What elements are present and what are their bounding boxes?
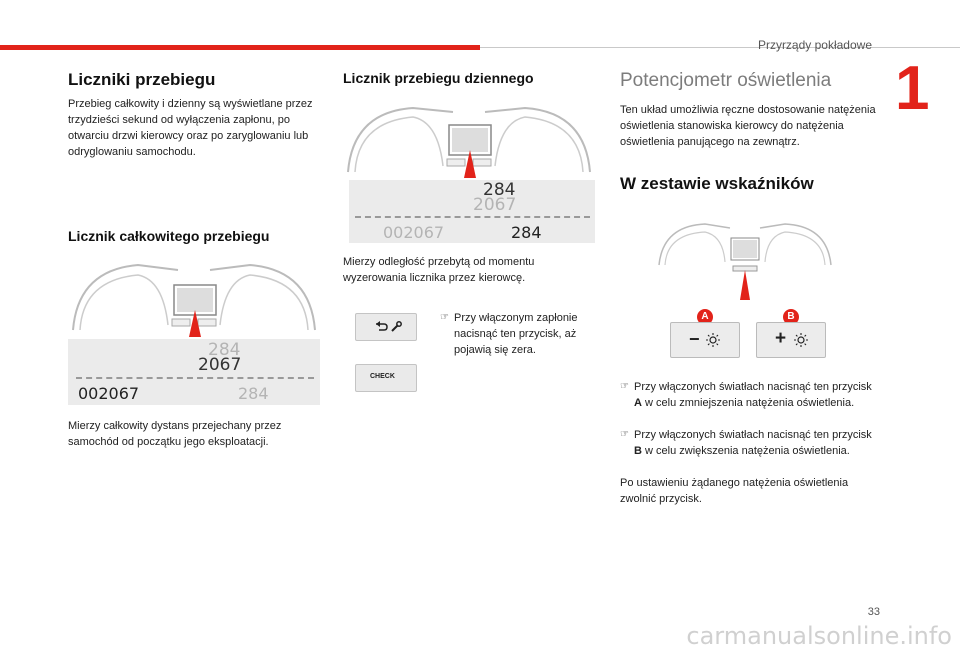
brightness-icon <box>706 333 720 347</box>
trip-odometer-figure: 284 2067 002067 284 <box>343 100 595 243</box>
trip-reset-button[interactable] <box>355 313 417 341</box>
total-readout-mid: 2067 <box>473 195 517 215</box>
cluster-illustration-small <box>658 223 832 300</box>
label-a-badge: A <box>697 309 713 325</box>
running-title: Przyrządy pokładowe <box>757 38 872 52</box>
cluster-illustration <box>68 255 320 405</box>
subsection-title-trip: Licznik przebiegu dziennego <box>343 70 534 86</box>
bullet-pointer-icon: ☞ <box>620 429 629 440</box>
watermark: carmanualsonline.info <box>686 622 952 650</box>
reset-wrench-icon <box>376 321 402 332</box>
bullet-pointer-icon: ☞ <box>620 381 629 392</box>
dimmer-cluster-figure <box>655 220 835 305</box>
total-odometer-figure: 284 2067 002067 284 <box>68 255 320 405</box>
trip-readout: 284 <box>238 384 269 403</box>
instruction-increase: ☞ Przy włączonych światłach nacisnąć ten… <box>620 429 872 457</box>
minus-label: − <box>689 329 700 349</box>
instruction-decrease: ☞ Przy włączonych światłach nacisnąć ten… <box>620 381 872 409</box>
trip-readout-top: 284 <box>208 340 241 360</box>
total-readout: 002067 <box>383 223 445 242</box>
display-divider <box>76 377 314 379</box>
total-readout-mid: 2067 <box>198 355 242 375</box>
dimmer-closing: Po ustawieniu żądanego natężenia oświetl… <box>620 477 849 505</box>
section-title-dimmer: Potencjometr oświetlenia <box>620 70 832 91</box>
cluster-illustration-trip <box>343 100 595 243</box>
trip-readout: 284 <box>511 223 542 242</box>
header-rule <box>480 47 960 48</box>
dimmer-decrease-button[interactable]: − <box>670 322 740 358</box>
subsection-title-cluster: W zestawie wskaźników <box>620 174 814 193</box>
header-accent-bar <box>0 45 480 50</box>
brightness-icon <box>794 333 808 347</box>
chapter-number: 1 <box>895 54 930 123</box>
total-readout: 002067 <box>78 384 140 403</box>
dimmer-intro: Ten układ umożliwia ręczne dostosowanie … <box>620 104 876 148</box>
dimmer-increase-button[interactable]: + <box>756 322 826 358</box>
plus-label: + <box>775 328 787 349</box>
odometers-intro: Przebieg całkowity i dzienny są wyświetl… <box>68 98 313 158</box>
display-divider <box>355 216 590 218</box>
section-title-odometers: Liczniki przebiegu <box>68 70 216 89</box>
check-button[interactable]: CHECK <box>355 364 417 392</box>
subsection-title-total: Licznik całkowitego przebiegu <box>68 228 270 244</box>
total-caption: Mierzy całkowity dystans przejechany prz… <box>68 420 282 448</box>
page-number: 33 <box>867 606 880 618</box>
check-button-label: CHECK <box>370 373 395 380</box>
trip-readout-top: 284 <box>483 180 516 200</box>
label-b-badge: B <box>783 309 799 325</box>
bullet-pointer-icon: ☞ <box>440 312 449 323</box>
trip-caption: Mierzy odległość przebytą od momentu wyz… <box>343 256 535 284</box>
